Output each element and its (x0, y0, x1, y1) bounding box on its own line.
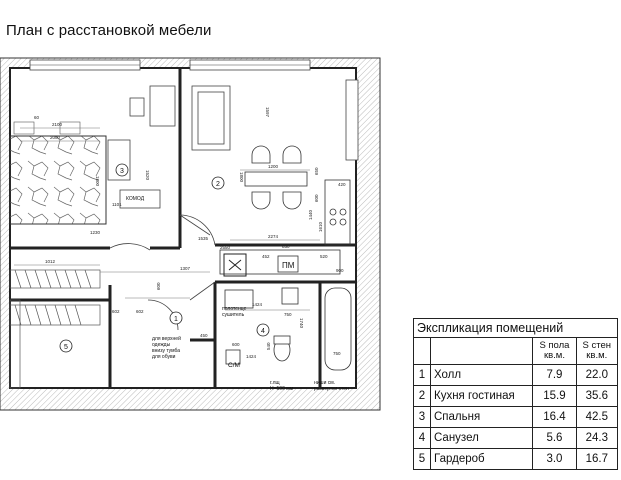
outer-walls (0, 57, 381, 411)
bed (9, 121, 107, 225)
dim-label: 2100 (52, 122, 63, 127)
dim-label: 1800 (95, 176, 100, 187)
dim-label: 1200 (268, 164, 279, 169)
dim-label: 540 (266, 342, 271, 350)
dim-label: 450 (200, 333, 208, 338)
page-title: План с расстановкой мебели (6, 22, 212, 39)
kitchen-counter (219, 179, 351, 275)
dim-label: 2274 (268, 234, 279, 239)
dimension-lines (14, 127, 320, 311)
komod-label: КОМОД (126, 196, 145, 202)
dim-label: 750 (284, 312, 292, 317)
room-number: 5 (64, 344, 68, 351)
dim-label: 420 (338, 182, 346, 187)
nishi-label: ниши см.развертки стен (314, 380, 349, 392)
sm-label: С/М (228, 362, 240, 369)
dim-label: 1440 (308, 209, 313, 220)
room-number: 3 (120, 168, 124, 175)
bathroom-fixtures (224, 287, 352, 371)
dim-label: 600 (314, 194, 319, 202)
dim-label: 452 (262, 254, 270, 259)
room-number: 4 (261, 328, 265, 335)
dim-label: 1101 (112, 202, 122, 207)
room-number: 1 (174, 316, 178, 323)
dim-label: 600 (232, 342, 240, 347)
legend-title: Экспликация помещений (413, 318, 618, 338)
dim-label: 1800 (239, 172, 244, 183)
dining-set (244, 145, 308, 210)
dim-label: 602 (136, 309, 144, 314)
dim-label: 1424 (252, 302, 263, 307)
dim-label: 1740 (299, 318, 304, 329)
dim-label: 1012 (45, 259, 56, 264)
room-number: 2 (216, 181, 220, 188)
table-row: 1 Холл 7.9 22.0 (413, 364, 619, 386)
dimension-labels: 2100 1597 1200 60 2000 1800 1520 1101 18… (34, 107, 346, 359)
dim-label: 602 (112, 309, 120, 314)
dim-label: 650 (314, 167, 319, 175)
fan-icon (223, 253, 247, 277)
dim-label: 1307 (180, 266, 191, 271)
table-row: 2 Кухня гостиная 15.9 35.6 (413, 385, 619, 407)
dim-label: 1610 (318, 221, 323, 232)
bedroom-furniture (107, 85, 176, 209)
dim-label: 1424 (246, 354, 257, 359)
pm-label: ПМ (282, 261, 295, 270)
dim-label: 1520 (145, 170, 150, 181)
door-swings (109, 214, 216, 331)
dim-label: 600 (156, 282, 161, 290)
dim-label: 1230 (90, 230, 101, 235)
room-markers: 1 2 3 4 5 (59, 163, 270, 353)
dim-label: 520 (320, 254, 328, 259)
dim-label: 2000 (50, 135, 61, 140)
table-row: 5 Гардероб 3.0 16.7 (413, 448, 619, 470)
dim-label: 2550 (220, 245, 231, 250)
table-row: 4 Санузел 5.6 24.3 (413, 427, 619, 449)
sofa (191, 85, 231, 151)
table-row: 3 Спальня 16.4 42.5 (413, 406, 619, 428)
dim-label: 1597 (265, 107, 270, 118)
dim-label: 900 (336, 268, 344, 273)
dim-label: 1535 (198, 236, 209, 241)
dim-label: 850 (282, 244, 290, 249)
wardrobe-rail (9, 269, 101, 389)
dim-label: 60 (34, 115, 40, 120)
dim-label: 750 (333, 351, 341, 356)
